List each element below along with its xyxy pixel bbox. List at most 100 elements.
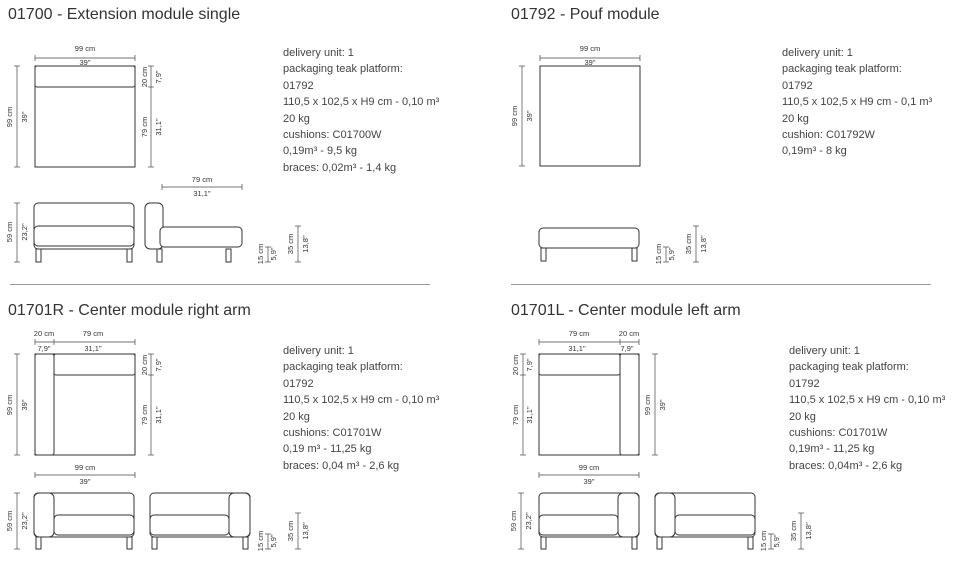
dim-depth-in: 39"	[525, 110, 534, 121]
spec-line: delivery unit: 1	[782, 47, 853, 59]
dim-seat-cm: 79 cm	[140, 117, 149, 137]
section-title-01701l: 01701L - Center module left arm	[511, 302, 741, 319]
spec-line: 0,19m³ - 9,5 kg	[283, 145, 357, 158]
dim-seat-height-in: 13,8"	[301, 235, 310, 253]
dim-inner-cm: 79 cm	[83, 329, 103, 338]
dim-back-cm: 20 cm	[140, 355, 149, 375]
dim-side-cm: 79 cm	[192, 175, 212, 184]
dim-leg-cm: 15 cm	[256, 531, 265, 551]
front-view-01701r: 59 cm 23,2"	[5, 492, 135, 550]
spec-line: packaging teak platform:	[782, 63, 902, 76]
dim-seat-in: 31,1"	[154, 118, 163, 136]
dim-leg-cm: 15 cm	[759, 531, 768, 551]
section-title-01701r: 01701R - Center module right arm	[8, 302, 251, 319]
spec-line: delivery unit: 1	[283, 345, 354, 357]
dim-back-in: 7,9"	[154, 70, 163, 83]
dim-depth-in: 39"	[20, 111, 29, 122]
spec-line: cushions: C01701W	[789, 427, 888, 440]
dim-seat-height-cm: 35 cm	[789, 521, 798, 541]
height-dims-01792: 15 cm 5,9" 35 cm 13,8"	[654, 225, 708, 264]
side-view-01701r	[149, 492, 251, 550]
dim-width-in: 39"	[79, 477, 90, 486]
spec-line: 20 kg	[789, 410, 816, 423]
top-view-01792: 99 cm 39" 99 cm 39"	[510, 44, 641, 167]
drawing-01700: 99 cm 39" 99 cm 39" 20 cm 7,9" 79 cm 31,…	[5, 44, 310, 264]
spec-line: cushion: C01792W	[782, 129, 875, 142]
specs-01792: delivery unit: 1 packaging teak platform…	[782, 45, 932, 160]
spec-line: 0,19m³ - 8 kg	[782, 145, 847, 158]
dim-width-in: 39"	[584, 58, 595, 67]
spec-line: 110,5 x 102,5 x H9 cm - 0,10 m³	[283, 394, 440, 407]
dim-leg-in: 5,9"	[772, 534, 781, 547]
spec-line: 01792	[283, 79, 314, 92]
dim-seat-in: 31,1"	[154, 406, 163, 424]
dim-arm-in: 7,9"	[37, 344, 50, 353]
dim-height-cm: 59 cm	[5, 511, 14, 531]
spec-line: packaging teak platform:	[283, 361, 403, 374]
dim-width-cm: 99 cm	[580, 44, 600, 53]
dim-leg-in: 5,9"	[269, 534, 278, 547]
dim-width-cm: 99 cm	[579, 463, 599, 472]
spec-line: 110,5 x 102,5 x H9 cm - 0,10 m³	[789, 394, 946, 407]
dim-seat-height-in: 13,8"	[301, 522, 310, 540]
spec-line: cushions: C01700W	[283, 129, 382, 142]
top-view-01700: 99 cm 39" 99 cm 39" 20 cm 7,9" 79 cm 31,…	[5, 44, 163, 168]
dim-seat-cm: 79 cm	[511, 405, 520, 425]
spec-line: delivery unit: 1	[283, 47, 354, 59]
spec-line: 01792	[283, 377, 314, 390]
section-divider	[511, 284, 931, 285]
dim-back-cm: 20 cm	[140, 67, 149, 87]
top-view-01701l: 79 cm 31,1" 20 cm 7,9" 20 cm 7,9" 79 cm …	[511, 329, 667, 486]
dim-inner-cm: 79 cm	[569, 329, 589, 338]
spec-line: 20 kg	[782, 112, 809, 125]
dim-width-in: 39"	[583, 477, 594, 486]
front-view-01701l: 59 cm 23,2"	[509, 492, 640, 550]
dim-depth-cm: 99 cm	[5, 395, 14, 415]
dim-width-cm: 99 cm	[75, 463, 95, 472]
dim-back-in: 7,9"	[154, 358, 163, 371]
dim-leg-cm: 15 cm	[654, 244, 663, 264]
dim-back-cm: 20 cm	[511, 355, 520, 375]
dim-back-in: 7,9"	[525, 358, 534, 371]
dim-leg-in: 5,9"	[667, 247, 676, 260]
spec-line: braces: 0,04 m³ - 2,6 kg	[283, 459, 400, 472]
spec-line: 01792	[782, 79, 813, 92]
section-title-01700: 01700 - Extension module single	[8, 6, 241, 23]
front-view-01792	[538, 227, 640, 262]
dim-seat-height-cm: 35 cm	[286, 521, 295, 541]
section-divider	[10, 284, 430, 285]
spec-line: 110,5 x 102,5 x H9 cm - 0,1 m³	[782, 96, 933, 109]
dim-arm-in: 7,9"	[620, 344, 633, 353]
top-view-01701r: 20 cm 7,9" 79 cm 31,1" 99 cm 39" 20 cm 7…	[5, 329, 163, 486]
specs-01700: delivery unit: 1 packaging teak platform…	[283, 45, 439, 176]
drawing-01701l: 79 cm 31,1" 20 cm 7,9" 20 cm 7,9" 79 cm …	[509, 329, 813, 551]
spec-line: 20 kg	[283, 112, 310, 125]
dim-width-in: 39"	[79, 58, 90, 67]
dim-side-in: 31,1"	[193, 189, 211, 198]
dim-leg-cm: 15 cm	[256, 244, 265, 264]
spec-line: 0,19m³ - 11,25 kg	[789, 443, 875, 456]
dim-seat-height-in: 13,8"	[804, 522, 813, 540]
dim-depth-cm: 99 cm	[510, 106, 519, 126]
dim-depth-in: 39"	[658, 399, 667, 410]
spec-line: cushions: C01701W	[283, 427, 382, 440]
dim-arm-cm: 20 cm	[34, 329, 54, 338]
spec-line: 110,5 x 102,5 x H9 cm - 0,10 m³	[283, 96, 440, 109]
dim-depth-cm: 99 cm	[5, 107, 14, 127]
dim-seat-height-cm: 35 cm	[684, 234, 693, 254]
spec-line: braces: 0,04m³ - 2,6 kg	[789, 459, 903, 472]
dim-leg-in: 5,9"	[269, 247, 278, 260]
dim-arm-cm: 20 cm	[619, 329, 639, 338]
height-dims-01700: 15 cm 5,9" 35 cm 13,8"	[256, 225, 310, 264]
dim-height-cm: 59 cm	[509, 511, 518, 531]
side-view-01701l	[654, 492, 756, 550]
drawing-01701r: 20 cm 7,9" 79 cm 31,1" 99 cm 39" 20 cm 7…	[5, 329, 310, 551]
specs-01701l: delivery unit: 1 packaging teak platform…	[789, 343, 945, 474]
spec-line: 0,19 m³ - 11,25 kg	[283, 443, 372, 456]
dim-height-in: 23,2"	[524, 512, 533, 530]
spec-line: 01792	[789, 377, 820, 390]
specs-01701r: delivery unit: 1 packaging teak platform…	[283, 343, 439, 474]
height-dims-01701l: 15 cm 5,9" 35 cm 13,8"	[759, 512, 813, 551]
dim-inner-in: 31,1"	[568, 344, 586, 353]
